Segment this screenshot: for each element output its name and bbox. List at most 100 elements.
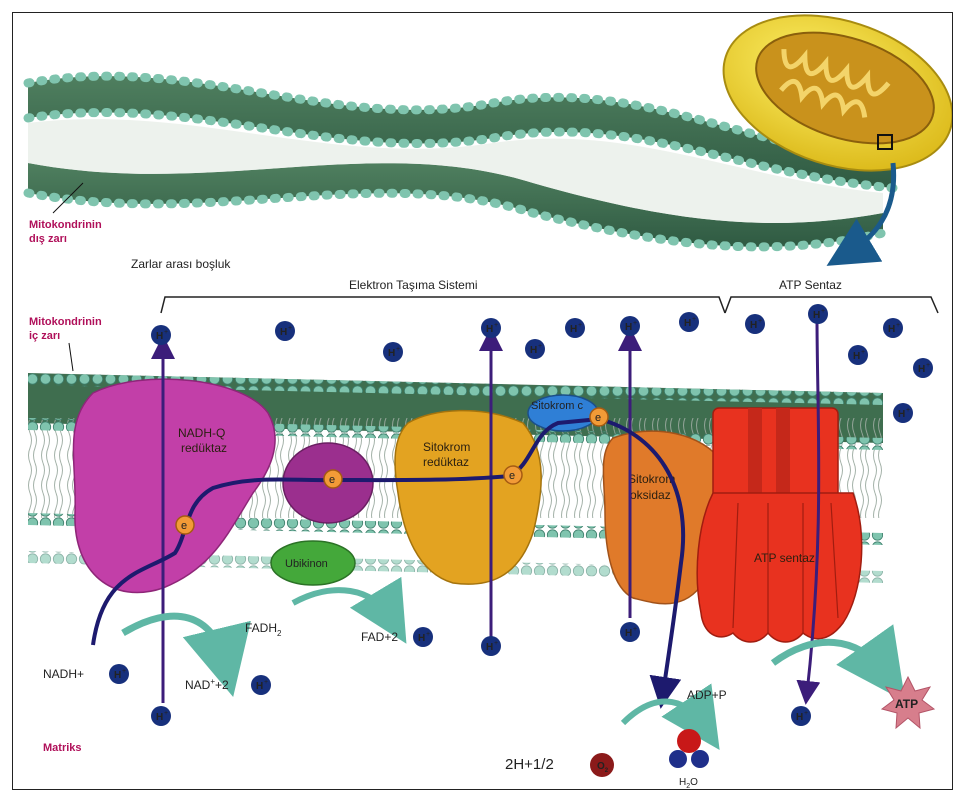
fad-text: FAD+2	[361, 630, 398, 644]
outer-membrane-label-line1: Mitokondrinin	[29, 219, 102, 231]
proton: H+	[913, 358, 933, 378]
proton-symbol: H	[750, 320, 757, 331]
oxygen-molecule: O2	[590, 753, 614, 777]
electron-symbol: e	[509, 470, 515, 482]
proton-symbol: H	[625, 322, 632, 333]
proton-charge: +	[164, 710, 168, 717]
proton: H+	[565, 318, 585, 338]
proton: H+	[791, 706, 811, 726]
cytochrome-c: Sitokrom c	[528, 395, 598, 431]
electron-symbol: e	[181, 520, 187, 532]
proton-charge: +	[538, 343, 542, 350]
atp-text: ATP	[895, 697, 918, 711]
proton-symbol: H	[625, 628, 632, 639]
proton-symbol: H	[796, 712, 803, 723]
atp-synthase: ATP sentaz	[697, 408, 862, 642]
proton-symbol: H	[156, 331, 163, 342]
proton: H+	[275, 321, 295, 341]
electron-symbol: e	[595, 412, 601, 424]
proton: H+	[893, 403, 913, 423]
proton-charge: +	[633, 320, 637, 327]
proton-charge: +	[692, 316, 696, 323]
proton: H+	[413, 627, 433, 647]
proton-symbol: H	[898, 409, 905, 420]
proton: H+	[620, 622, 640, 642]
proton-charge: +	[926, 362, 930, 369]
proton: H+	[848, 345, 868, 365]
proton-charge: +	[164, 329, 168, 336]
proton-charge: +	[288, 325, 292, 332]
inner-membrane-label-line2: iç zarı	[29, 330, 60, 342]
ets-bracket-label: Elektron Taşıma Sistemi	[349, 278, 478, 292]
cytochrome-c-label: Sitokrom c	[531, 400, 583, 412]
proton-symbol: H	[418, 633, 425, 644]
mitochondria-diagram: Mitokondrinin dış zarı Zarlar arası boşl…	[13, 13, 952, 789]
atp-burst-icon: ATP	[882, 677, 934, 728]
proton-charge: +	[122, 668, 126, 675]
inner-membrane-label-line1: Mitokondrinin	[29, 316, 102, 328]
proton: H+	[481, 636, 501, 656]
electron-marker: e	[504, 466, 522, 484]
proton-charge: +	[821, 308, 825, 315]
electron-marker: e	[176, 516, 194, 534]
proton: H+	[109, 664, 129, 684]
proton-charge: +	[494, 640, 498, 647]
proton-charge: +	[758, 318, 762, 325]
proton-charge: +	[861, 349, 865, 356]
electron-marker: e	[324, 470, 342, 488]
nadh-q-label-line1: NADH-Q	[178, 426, 225, 440]
proton-symbol: H	[486, 642, 493, 653]
proton-symbol: H	[114, 670, 121, 681]
electron-marker: e	[590, 408, 608, 426]
cytochrome-oxidase-label-line2: oksidaz	[630, 488, 671, 502]
proton-charge: +	[804, 710, 808, 717]
proton-charge: +	[896, 322, 900, 329]
fadh-text: FADH2	[245, 621, 282, 638]
nadh-q-label-line2: redüktaz	[181, 441, 227, 455]
proton-charge: +	[633, 626, 637, 633]
proton: H+	[525, 339, 545, 359]
cytochrome-reductase-label-line1: Sitokrom	[423, 440, 470, 454]
oxygen-reaction: 2H+1/2 O2 H2O	[505, 701, 709, 789]
proton-symbol: H	[156, 712, 163, 723]
proton: H+	[481, 318, 501, 338]
cytochrome-reductase-label-line2: redüktaz	[423, 455, 469, 469]
proton-charge: +	[906, 407, 910, 414]
proton-charge: +	[396, 346, 400, 353]
proton-charge: +	[578, 322, 582, 329]
diagram-frame: Mitokondrinin dış zarı Zarlar arası boşl…	[12, 12, 953, 790]
intermembrane-space-label: Zarlar arası boşluk	[131, 257, 231, 271]
atp-synthase-label: ATP sentaz	[754, 551, 815, 565]
nadh-text: NADH+	[43, 667, 84, 681]
proton-symbol: H	[570, 324, 577, 335]
proton-symbol: H	[388, 348, 395, 359]
outer-membrane-label-line2: dış zarı	[29, 233, 67, 245]
atp-synthase-bracket: ATP Sentaz	[725, 278, 938, 313]
proton-symbol: H	[888, 324, 895, 335]
proton: H+	[251, 675, 271, 695]
nad-text: NAD++2	[185, 677, 229, 692]
proton-symbol: H	[280, 327, 287, 338]
nadh-reaction: NADH+ H+ NAD++2 H+	[43, 616, 271, 695]
adp-text: ADP+P	[687, 688, 727, 702]
proton-symbol: H	[813, 310, 820, 321]
proton-charge: +	[494, 322, 498, 329]
proton: H+	[679, 312, 699, 332]
proton: H+	[151, 325, 171, 345]
proton: H+	[151, 706, 171, 726]
inner-membrane-label: Mitokondrinin iç zarı	[29, 316, 102, 371]
proton-charge: +	[426, 631, 430, 638]
proton-symbol: H	[530, 345, 537, 356]
electron-symbol: e	[329, 474, 335, 486]
ubiquinone-label: Ubikinon	[285, 558, 328, 570]
oxygen-prefix-text: 2H+1/2	[505, 756, 554, 773]
cytochrome-reductase: Sitokrom redüktaz	[395, 411, 541, 585]
matrix-label: Matriks	[43, 742, 82, 754]
proton-symbol: H	[684, 318, 691, 329]
proton: H+	[620, 316, 640, 336]
fadh-reaction: FADH2 FAD+2 H+	[245, 590, 433, 647]
ets-bracket: Elektron Taşıma Sistemi	[161, 278, 725, 313]
proton: H+	[745, 314, 765, 334]
proton-symbol: H	[918, 364, 925, 375]
atp-synthase-bracket-label: ATP Sentaz	[779, 278, 842, 292]
